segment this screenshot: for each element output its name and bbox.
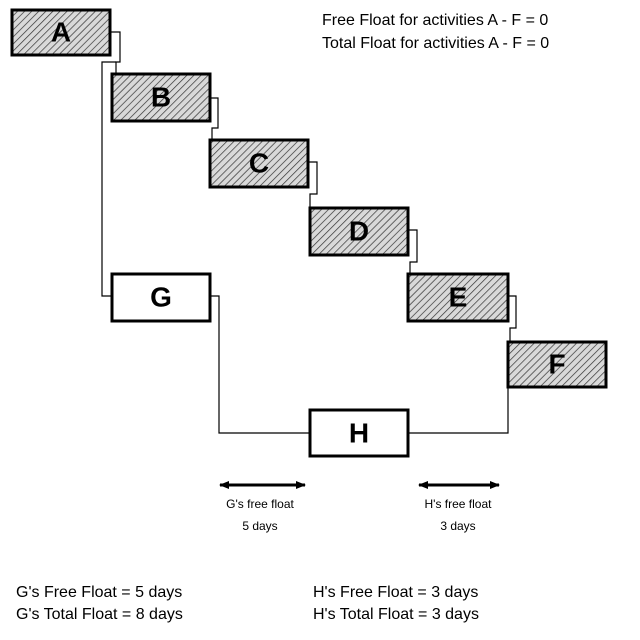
link-b-c	[210, 97, 219, 140]
link-a-g	[101, 61, 116, 297]
activity-box-e	[406, 272, 510, 323]
activity-e: E	[406, 272, 510, 323]
activity-box-a	[10, 8, 112, 57]
h-float-span: H's free float 3 days	[418, 481, 500, 533]
link-d-e	[408, 229, 418, 274]
summary-h-free-float: H's Free Float = 3 days	[313, 584, 478, 601]
link-a-b	[110, 31, 121, 74]
header-line-free-float: Free Float for activities A - F = 0	[322, 12, 548, 29]
activity-h: H	[308, 408, 410, 458]
connectors	[101, 31, 517, 434]
activity-box-g	[110, 272, 212, 323]
g-float-title: G's free float	[226, 497, 294, 511]
activity-c: C	[208, 138, 310, 189]
activity-box-h	[308, 408, 410, 458]
activity-label-h: H	[349, 418, 369, 449]
activity-label-c: C	[249, 148, 269, 179]
link-c-d	[308, 161, 318, 208]
activity-label-e: E	[449, 282, 468, 313]
activity-label-d: D	[349, 216, 369, 247]
summary-g-total-float: G's Total Float = 8 days	[16, 606, 183, 623]
activity-box-f	[506, 340, 608, 389]
link-g-h	[210, 295, 310, 434]
activity-label-f: F	[548, 349, 565, 380]
activity-box-c	[208, 138, 310, 189]
activity-box-d	[308, 206, 410, 257]
activity-b: B	[110, 72, 212, 123]
g-float-span: G's free float 5 days	[219, 481, 306, 533]
link-h-f	[408, 386, 509, 434]
h-float-duration: 3 days	[440, 519, 475, 533]
activity-g: G	[110, 272, 212, 323]
activity-label-g: G	[150, 282, 172, 313]
activity-f: F	[506, 340, 608, 389]
h-float-title: H's free float	[425, 497, 493, 511]
summary-h-total-float: H's Total Float = 3 days	[313, 606, 479, 623]
header-line-total-float: Total Float for activities A - F = 0	[322, 35, 549, 52]
activity-a: A	[10, 8, 112, 57]
g-float-duration: 5 days	[242, 519, 277, 533]
activity-box-b	[110, 72, 212, 123]
summary-g-free-float: G's Free Float = 5 days	[16, 584, 182, 601]
activity-label-a: A	[51, 17, 71, 48]
link-e-f	[508, 295, 517, 342]
activity-label-b: B	[151, 82, 171, 113]
summary: G's Free Float = 5 days G's Total Float …	[16, 584, 479, 623]
activity-d: D	[308, 206, 410, 257]
